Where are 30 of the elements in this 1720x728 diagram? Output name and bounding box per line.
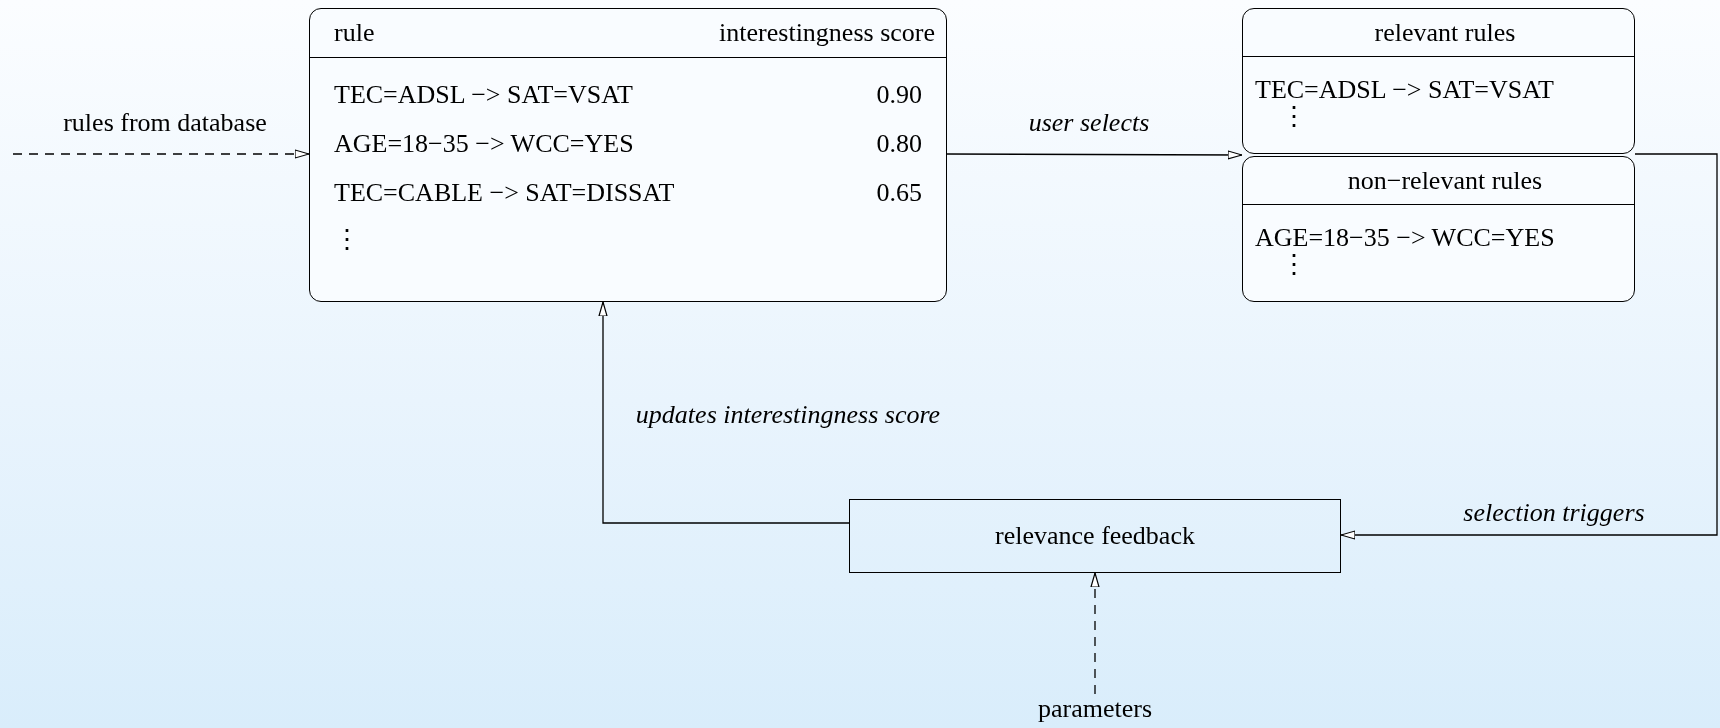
score-text: 0.65 [876, 177, 922, 209]
edge-label: rules from database [63, 108, 267, 138]
column-header: interestingness score [719, 18, 935, 48]
rule-text: AGE=18−35 −> WCC=YES [334, 128, 635, 160]
arrow [946, 150, 1243, 160]
edge-label: updates interestingness score [635, 400, 941, 430]
ellipsis: ⋮ [1280, 253, 1307, 277]
rule-text: AGE=18−35 −> WCC=YES [1255, 223, 1556, 253]
box-heading: non−relevant rules [1347, 165, 1543, 196]
box-label: relevance feedback [995, 521, 1195, 551]
rules-list-box [1242, 8, 1635, 154]
ellipsis: ⋮ [1280, 105, 1307, 129]
edge-label: selection triggers [1463, 498, 1645, 528]
rule-text: TEC=ADSL −> SAT=VSAT [1255, 75, 1555, 105]
rules-list-box [1242, 156, 1635, 302]
column-header: rule [334, 18, 375, 48]
score-text: 0.80 [876, 128, 922, 160]
arrow [1340, 153, 1718, 540]
process-box [849, 499, 1341, 573]
ellipsis: ⋮ [334, 225, 361, 255]
rule-text: TEC=ADSL −> SAT=VSAT [334, 79, 634, 111]
score-text: 0.90 [876, 79, 922, 111]
arrow [12, 149, 310, 159]
arrow [1090, 572, 1100, 695]
box-heading: relevant rules [1374, 17, 1516, 48]
rule-text: TEC=CABLE −> SAT=DISSAT [334, 177, 676, 209]
edge-label: user selects [1028, 108, 1150, 138]
rules-table-box [309, 8, 947, 302]
arrow [598, 301, 850, 524]
input-label: parameters [1025, 694, 1165, 726]
